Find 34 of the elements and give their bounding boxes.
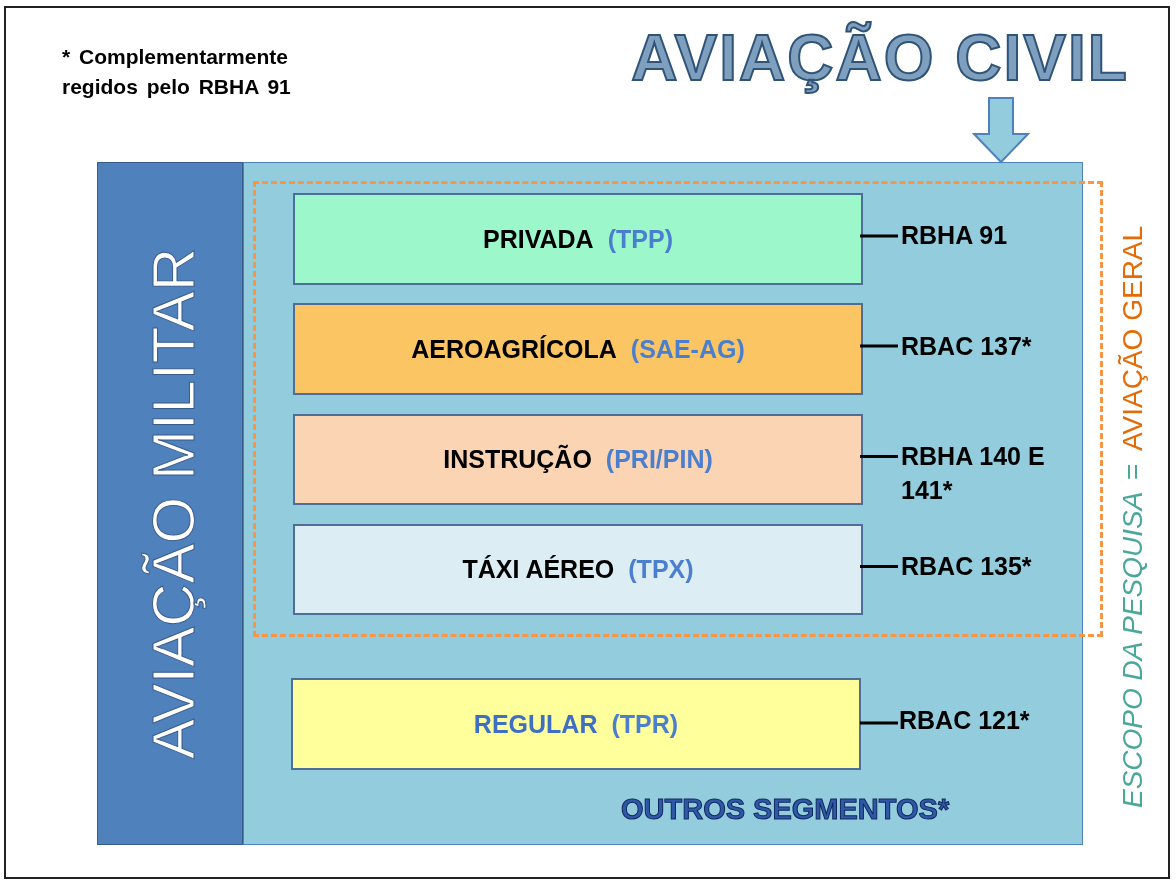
segment-name: REGULAR bbox=[473, 709, 598, 739]
leader-line bbox=[860, 721, 898, 725]
segment-code: (SAE-AG) bbox=[630, 334, 745, 364]
segment-code: (TPR) bbox=[611, 709, 679, 739]
segment-name: INSTRUÇÃO bbox=[443, 445, 592, 474]
scope-heading: AVIAÇÃO GERAL bbox=[1117, 226, 1149, 452]
segment-name: PRIVADA bbox=[483, 224, 594, 254]
regulation-label: RBHA 91 bbox=[901, 218, 1076, 254]
leader-line bbox=[860, 565, 898, 568]
segment-code: (TPX) bbox=[628, 555, 694, 584]
panel-caption: OUTROS SEGMENTOS* bbox=[621, 793, 950, 826]
leader-line bbox=[860, 455, 898, 458]
segment-code: (TPP) bbox=[607, 224, 673, 254]
leader-line bbox=[860, 234, 898, 238]
scope-heading: ESCOPO DA PESQUISA bbox=[1117, 491, 1149, 808]
segment-box bbox=[293, 524, 863, 615]
segment-box bbox=[291, 678, 861, 770]
regulation-label: RBHA 140 E 141* bbox=[901, 439, 1076, 509]
segment-name: TÁXI AÉREO bbox=[462, 555, 615, 584]
regulation-label: RBAC 137* bbox=[901, 329, 1076, 365]
title-heading: AVIAÇÃO CIVIL bbox=[600, 18, 1160, 98]
regulation-label: RBAC 135* bbox=[901, 549, 1076, 585]
segment-name: AEROAGRÍCOLA bbox=[411, 334, 617, 364]
block-arrow bbox=[971, 97, 1031, 164]
scope-heading: = bbox=[1117, 463, 1149, 480]
segment-box bbox=[293, 303, 863, 395]
leader-line bbox=[860, 344, 898, 348]
segment-code: (PRI/PIN) bbox=[605, 445, 713, 474]
footnote: * Complementarmente regidos pelo RBHA 91 bbox=[62, 44, 292, 100]
band-title: AVIAÇÃO MILITAR bbox=[138, 246, 208, 761]
segment-box bbox=[293, 193, 863, 285]
military-band bbox=[97, 162, 243, 845]
regulation-label: RBAC 121* bbox=[899, 703, 1074, 739]
segment-box bbox=[293, 414, 863, 505]
